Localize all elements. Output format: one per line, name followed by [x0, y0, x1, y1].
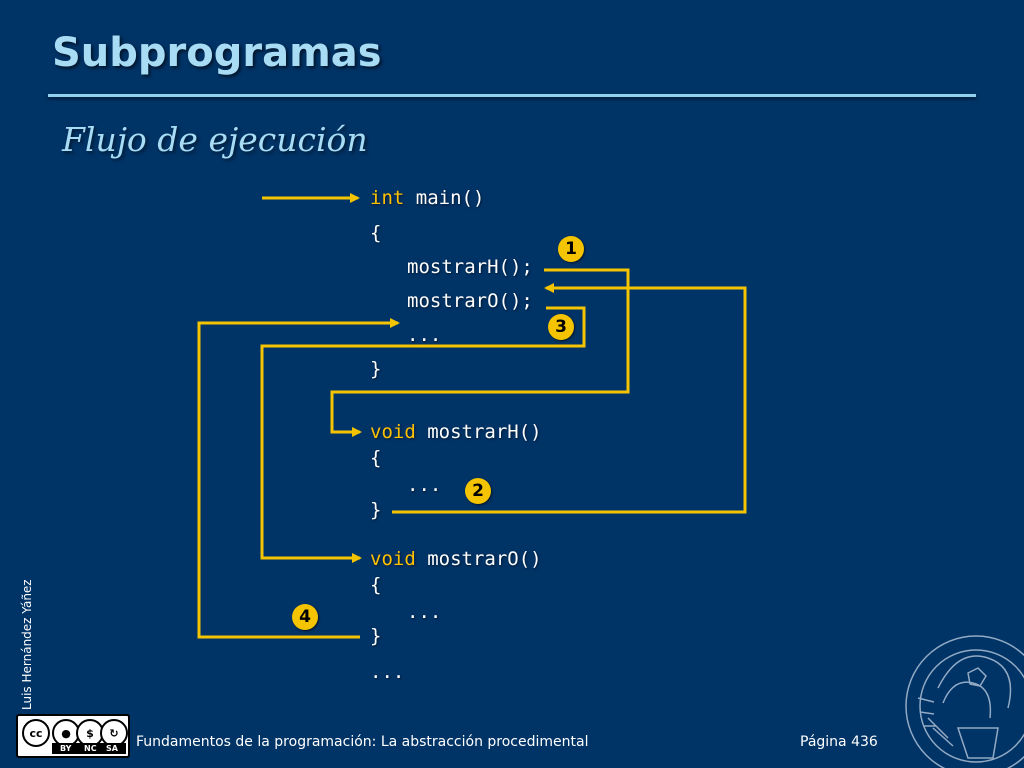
code-mostraro-close: }: [370, 625, 382, 647]
course-footer: Fundamentos de la programación: La abstr…: [136, 734, 589, 750]
step-1-marker: 1: [558, 236, 584, 262]
mostraro-signature: mostrarO(): [415, 548, 542, 570]
code-call-mostraro: mostrarO();: [407, 290, 533, 312]
code-mostrarh-open: {: [370, 447, 382, 469]
main-signature: main(): [404, 187, 485, 209]
step-3-marker: 3: [548, 314, 574, 340]
keyword-int: int: [370, 187, 405, 209]
license-sa: SA: [106, 744, 118, 753]
mostrarh-signature: mostrarH(): [415, 421, 542, 443]
code-call-mostrarh: mostrarH();: [407, 256, 533, 278]
code-mostraro-ellipsis: ...: [407, 601, 442, 623]
code-mostrarh-signature: void mostrarH(): [370, 421, 542, 443]
code-mostraro-open: {: [370, 574, 382, 596]
call-h-arrow: [330, 268, 630, 437]
code-mostrarh-close: }: [370, 499, 382, 521]
code-mostrarh-ellipsis: ...: [407, 474, 442, 496]
step-2-marker: 2: [465, 478, 491, 504]
code-main-close: }: [370, 358, 382, 380]
slide-title: Subprogramas: [52, 30, 382, 76]
license-nc: NC: [84, 744, 97, 753]
page-number: Página 436: [800, 734, 878, 750]
return-o-arrow: [197, 318, 400, 639]
slide-subtitle: Flujo de ejecución: [62, 120, 368, 159]
keyword-void: void: [370, 421, 416, 443]
code-main-signature: int main(): [370, 187, 484, 209]
cc-license-badge[interactable]: cc ● $ ↻ BY NC SA: [16, 714, 130, 758]
cc-icon: cc: [22, 719, 50, 747]
code-trailing-ellipsis: ...: [370, 661, 405, 683]
code-main-open: {: [370, 222, 382, 244]
step-4-marker: 4: [292, 604, 318, 630]
license-by: BY: [60, 744, 72, 753]
keyword-void: void: [370, 548, 416, 570]
university-seal-logo: [905, 635, 1024, 768]
title-divider: [48, 94, 976, 97]
author-credit: Luis Hernández Yáñez: [20, 579, 34, 710]
code-main-ellipsis: ...: [407, 324, 442, 346]
license-bar: BY NC SA: [52, 743, 126, 754]
return-h-arrow: [392, 283, 747, 514]
call-o-arrow: [260, 306, 586, 563]
code-mostraro-signature: void mostrarO(): [370, 548, 542, 570]
